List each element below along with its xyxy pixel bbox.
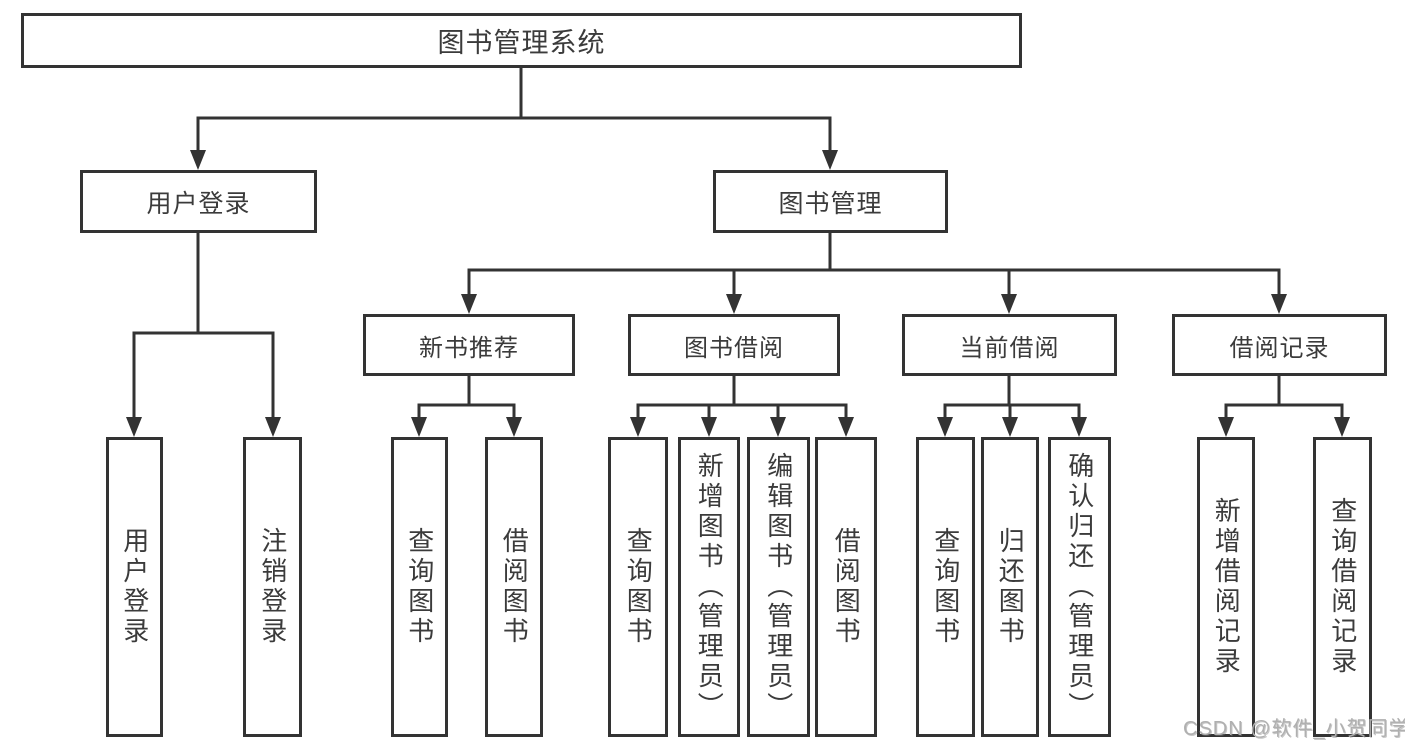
node-book-management: 图书管理 xyxy=(713,170,948,233)
leaf-cb-query-books: 查询图书 xyxy=(916,437,975,737)
arrow-to-cb-confirm-return xyxy=(1071,405,1087,437)
leaf-bb-add-books-admin: 新增图书（管理员） xyxy=(678,437,740,737)
arrow-to-user-login xyxy=(190,118,206,170)
node-book-borrow: 图书借阅 xyxy=(628,314,840,376)
arrow-to-cb-query-books xyxy=(937,405,953,437)
leaf-logout-login: 注销登录 xyxy=(243,437,302,737)
leaf-br-add-record: 新增借阅记录 xyxy=(1197,437,1255,737)
leaf-bb-borrow-books: 借阅图书 xyxy=(815,437,877,737)
arrow-to-bb-borrow-books xyxy=(838,405,854,437)
arrow-to-leaf-logout xyxy=(265,333,281,437)
arrow-to-nr-borrow-books xyxy=(506,405,522,437)
node-root-system: 图书管理系统 xyxy=(21,13,1022,68)
leaf-nr-query-books: 查询图书 xyxy=(391,437,448,737)
leaf-user-login: 用户登录 xyxy=(106,437,163,737)
node-new-book-recommend: 新书推荐 xyxy=(363,314,575,376)
leaf-cb-confirm-return-admin: 确认归还（管理员） xyxy=(1048,437,1111,737)
leaf-br-query-record: 查询借阅记录 xyxy=(1313,437,1372,737)
arrow-to-bb-edit-books xyxy=(770,405,786,437)
arrow-to-book-borrow xyxy=(726,270,742,314)
arrow-to-bb-add-books xyxy=(701,405,717,437)
arrow-to-leaf-user-login xyxy=(126,333,142,437)
arrow-to-new-book-recommend xyxy=(461,270,477,314)
leaf-bb-query-books: 查询图书 xyxy=(608,437,668,737)
arrow-to-br-query-record xyxy=(1334,405,1350,437)
node-borrow-records: 借阅记录 xyxy=(1172,314,1387,376)
arrow-to-borrow-records xyxy=(1271,270,1287,314)
arrow-to-book-management xyxy=(822,118,838,170)
leaf-nr-borrow-books: 借阅图书 xyxy=(485,437,543,737)
leaf-cb-return-books: 归还图书 xyxy=(981,437,1039,737)
arrow-to-current-borrow xyxy=(1001,270,1017,314)
arrow-to-bb-query-books xyxy=(630,405,646,437)
node-user-login: 用户登录 xyxy=(80,170,317,233)
arrow-to-cb-return-books xyxy=(1002,405,1018,437)
node-current-borrow: 当前借阅 xyxy=(902,314,1117,376)
watermark: CSDN @软件_小贺同学 xyxy=(1183,718,1405,740)
arrow-to-nr-query-books xyxy=(411,405,427,437)
leaf-bb-edit-books-admin: 编辑图书（管理员） xyxy=(747,437,810,737)
arrow-to-br-add-record xyxy=(1218,405,1234,437)
